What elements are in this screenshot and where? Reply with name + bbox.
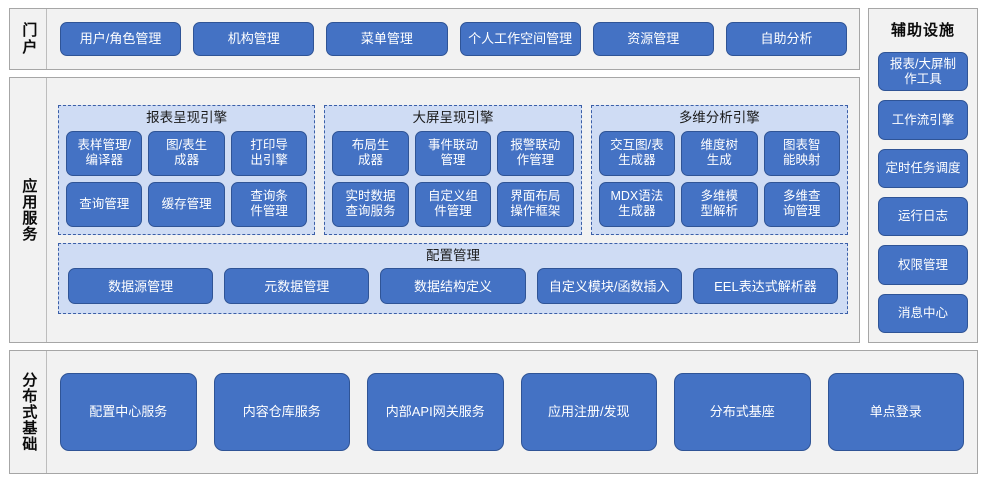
upper-area: 门户 用户/角色管理 机构管理 菜单管理 个人工作空间管理 资源管理 自助分析 … xyxy=(9,8,978,343)
node-infra-content-repository-service[interactable]: 内容仓库服务 xyxy=(213,373,350,451)
left-column: 门户 用户/角色管理 机构管理 菜单管理 个人工作空间管理 资源管理 自助分析 … xyxy=(9,8,860,343)
node-aux-scheduled-task-scheduling[interactable]: 定时任务调度 xyxy=(878,148,968,188)
node-config-custom-module-function-insert[interactable]: 自定义模块/函数插入 xyxy=(536,268,682,305)
node-aux-workflow-engine[interactable]: 工作流引擎 xyxy=(878,100,968,140)
auxiliary-facilities-section: 辅助设施 报表/大屏制 作工具 工作流引擎 定时任务调度 运行日志 权限管理 消… xyxy=(868,8,978,343)
node-config-datasource-management[interactable]: 数据源管理 xyxy=(68,268,214,305)
node-aux-message-center[interactable]: 消息中心 xyxy=(878,293,968,333)
auxiliary-facilities-title: 辅助设施 xyxy=(890,22,955,39)
engine-group-bigscreen-grid: 布局生 成器 事件联动 管理 报警联动 作管理 实时数据 查询服务 自定义组 件… xyxy=(332,130,574,227)
portal-node-list: 用户/角色管理 机构管理 菜单管理 个人工作空间管理 资源管理 自助分析 xyxy=(47,9,859,69)
node-report-print-export-engine[interactable]: 打印导 出引擎 xyxy=(230,130,308,176)
engine-group-olap: 多维分析引擎 交互图/表 生成器 维度树 生成 图表智 能映射 MDX语法 生成… xyxy=(590,104,848,235)
node-infra-distributed-base[interactable]: 分布式基座 xyxy=(674,373,811,451)
distributed-infrastructure-section: 分布式基础 配置中心服务 内容仓库服务 内部API网关服务 应用注册/发现 分布… xyxy=(9,350,978,474)
portal-node-menu[interactable]: 菜单管理 xyxy=(326,22,448,56)
node-bigscreen-realtime-data-query-service[interactable]: 实时数据 查询服务 xyxy=(332,181,409,227)
node-config-metadata-management[interactable]: 元数据管理 xyxy=(224,268,370,305)
application-service-section: 应用服务 报表呈现引擎 表样管理/ 编译器 图/表生 成器 打印导 出引擎 查询… xyxy=(9,77,860,343)
engine-group-bigscreen: 大屏呈现引擎 布局生 成器 事件联动 管理 报警联动 作管理 实时数据 查询服务… xyxy=(324,104,582,235)
application-service-section-label: 应用服务 xyxy=(10,78,47,342)
distributed-infrastructure-section-label-text: 分布式基础 xyxy=(20,372,38,452)
config-management-row: 数据源管理 元数据管理 数据结构定义 自定义模块/函数插入 EEL表达式解析器 xyxy=(68,268,839,305)
node-bigscreen-custom-component-management[interactable]: 自定义组 件管理 xyxy=(414,181,492,227)
node-config-eel-expression-parser[interactable]: EEL表达式解析器 xyxy=(692,268,839,305)
node-olap-model-parsing[interactable]: 多维模 型解析 xyxy=(681,181,758,227)
distributed-infrastructure-node-list: 配置中心服务 内容仓库服务 内部API网关服务 应用注册/发现 分布式基座 单点… xyxy=(47,351,977,473)
node-infra-app-registry-discovery[interactable]: 应用注册/发现 xyxy=(520,373,657,451)
portal-section: 门户 用户/角色管理 机构管理 菜单管理 个人工作空间管理 资源管理 自助分析 xyxy=(9,8,860,70)
auxiliary-facilities-list: 报表/大屏制 作工具 工作流引擎 定时任务调度 运行日志 权限管理 消息中心 xyxy=(878,52,968,333)
portal-node-self-service-analysis[interactable]: 自助分析 xyxy=(725,22,848,56)
node-bigscreen-event-linkage-management[interactable]: 事件联动 管理 xyxy=(414,130,492,176)
node-bigscreen-alarm-linkage-action-management[interactable]: 报警联动 作管理 xyxy=(497,130,574,176)
portal-section-label-text: 门户 xyxy=(20,22,38,56)
node-bigscreen-layout-generator[interactable]: 布局生 成器 xyxy=(332,130,409,176)
node-aux-report-bigscreen-authoring-tool[interactable]: 报表/大屏制 作工具 xyxy=(878,52,968,92)
node-bigscreen-ui-layout-framework[interactable]: 界面布局 操作框架 xyxy=(497,181,574,227)
engine-group-bigscreen-title: 大屏呈现引擎 xyxy=(412,109,494,125)
engine-group-report: 报表呈现引擎 表样管理/ 编译器 图/表生 成器 打印导 出引擎 查询管理 缓存… xyxy=(58,104,316,235)
node-aux-permission-management[interactable]: 权限管理 xyxy=(878,245,968,285)
node-report-cache-management[interactable]: 缓存管理 xyxy=(148,181,225,227)
engine-group-report-grid: 表样管理/ 编译器 图/表生 成器 打印导 出引擎 查询管理 缓存管理 查询条 … xyxy=(66,130,308,227)
portal-section-label: 门户 xyxy=(10,9,47,69)
node-report-template-compiler[interactable]: 表样管理/ 编译器 xyxy=(66,130,143,176)
node-report-chart-generator[interactable]: 图/表生 成器 xyxy=(148,130,225,176)
engine-group-olap-title: 多维分析引擎 xyxy=(678,109,760,125)
node-olap-dimension-tree-generation[interactable]: 维度树 生成 xyxy=(681,130,758,176)
engine-group-report-title: 报表呈现引擎 xyxy=(146,109,228,125)
application-service-section-label-text: 应用服务 xyxy=(20,178,38,242)
portal-node-user-role[interactable]: 用户/角色管理 xyxy=(60,22,182,56)
portal-node-personal-workspace[interactable]: 个人工作空间管理 xyxy=(459,22,581,56)
node-olap-mdx-syntax-generator[interactable]: MDX语法 生成器 xyxy=(598,181,676,227)
engine-group-olap-grid: 交互图/表 生成器 维度树 生成 图表智 能映射 MDX语法 生成器 多维模 型… xyxy=(598,130,840,227)
node-infra-config-center-service[interactable]: 配置中心服务 xyxy=(60,373,197,451)
node-olap-interactive-chart-generator[interactable]: 交互图/表 生成器 xyxy=(598,130,676,176)
config-management-title: 配置管理 xyxy=(426,247,480,263)
node-olap-chart-smart-mapping[interactable]: 图表智 能映射 xyxy=(763,130,840,176)
application-service-body: 报表呈现引擎 表样管理/ 编译器 图/表生 成器 打印导 出引擎 查询管理 缓存… xyxy=(47,78,859,342)
node-report-query-condition-management[interactable]: 查询条 件管理 xyxy=(230,181,308,227)
node-infra-internal-api-gateway-service[interactable]: 内部API网关服务 xyxy=(367,373,504,451)
portal-node-organization[interactable]: 机构管理 xyxy=(193,22,315,56)
distributed-infrastructure-section-label: 分布式基础 xyxy=(10,351,47,473)
portal-node-resource[interactable]: 资源管理 xyxy=(592,22,714,56)
node-infra-single-sign-on[interactable]: 单点登录 xyxy=(827,373,964,451)
node-aux-runtime-log[interactable]: 运行日志 xyxy=(878,196,968,237)
node-olap-query-management[interactable]: 多维查 询管理 xyxy=(763,181,840,227)
node-report-query-management[interactable]: 查询管理 xyxy=(66,181,143,227)
node-config-data-structure-definition[interactable]: 数据结构定义 xyxy=(380,268,526,305)
engine-group-row: 报表呈现引擎 表样管理/ 编译器 图/表生 成器 打印导 出引擎 查询管理 缓存… xyxy=(58,104,848,235)
config-management-group: 配置管理 数据源管理 元数据管理 数据结构定义 自定义模块/函数插入 EEL表达… xyxy=(58,242,848,315)
